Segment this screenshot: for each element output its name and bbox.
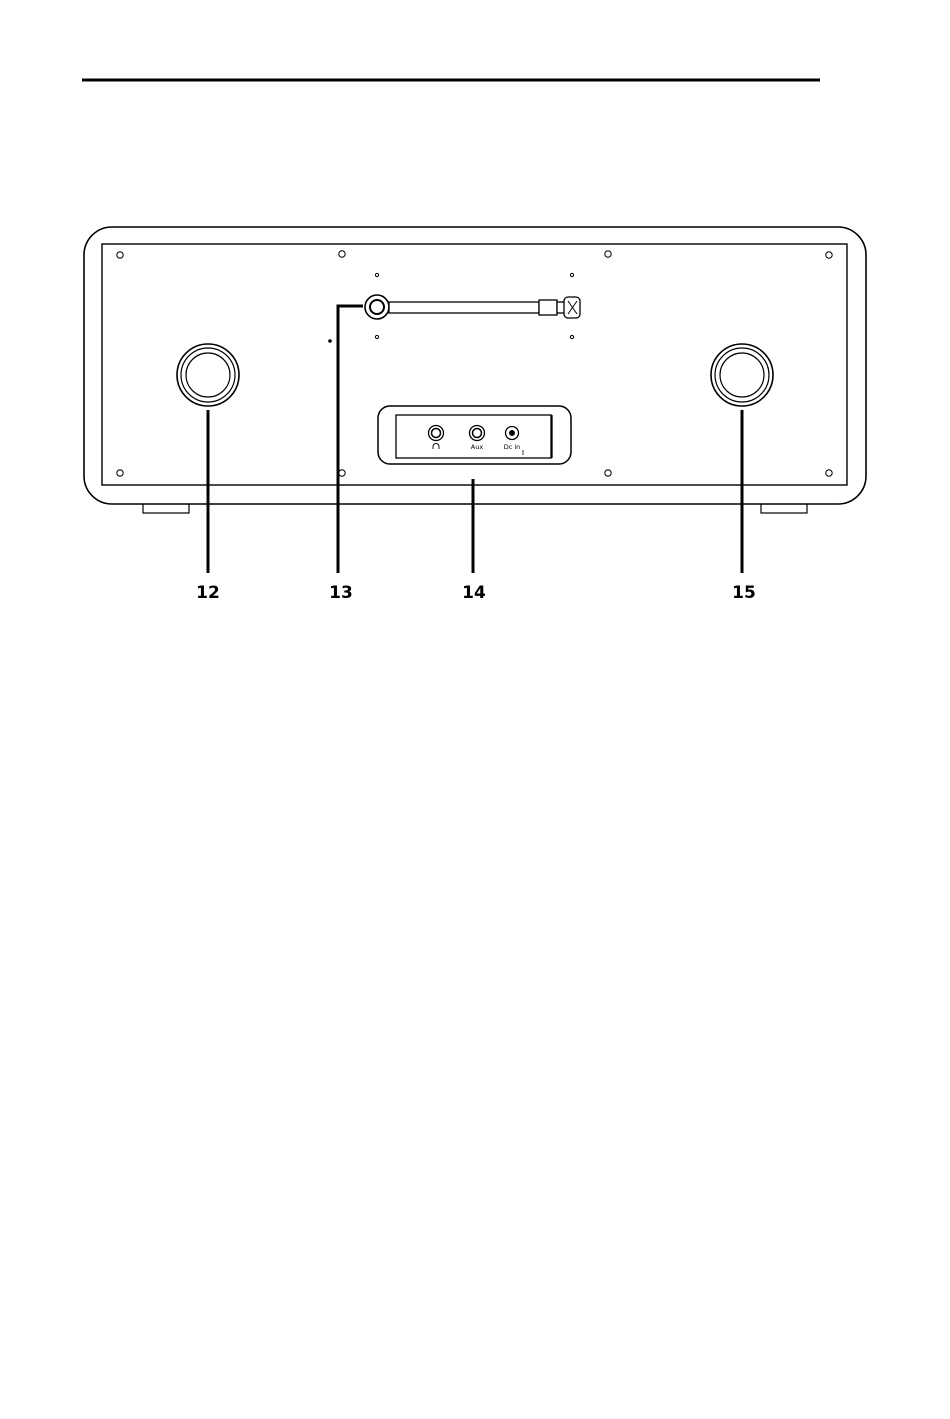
aux-port: Aux (470, 426, 485, 452)
headphones-jack-hole (432, 429, 441, 438)
callout-12: 12 (196, 583, 220, 603)
dc-in-label: Dc in (504, 443, 521, 451)
screw-icon (117, 470, 123, 476)
screw-icon (826, 252, 832, 258)
screw-icon (117, 252, 123, 258)
screw-icon (375, 335, 378, 338)
callout-14: 14 (462, 583, 486, 603)
screw-icon (605, 251, 611, 257)
small-hole (328, 339, 332, 343)
left-speaker (177, 344, 239, 406)
screw-icon (375, 273, 378, 276)
screw-icon (339, 251, 345, 257)
right-speaker (711, 344, 773, 406)
aux-label: Aux (471, 443, 484, 451)
callout-15: 15 (732, 583, 756, 603)
aux-jack-hole (473, 429, 482, 438)
screw-icon (570, 273, 573, 276)
screw-icon (605, 470, 611, 476)
screw-icon (570, 335, 573, 338)
screw-icon (339, 470, 345, 476)
callout-13: 13 (329, 583, 353, 603)
screw-icon (826, 470, 832, 476)
dc-in-jack-hole (510, 431, 514, 435)
